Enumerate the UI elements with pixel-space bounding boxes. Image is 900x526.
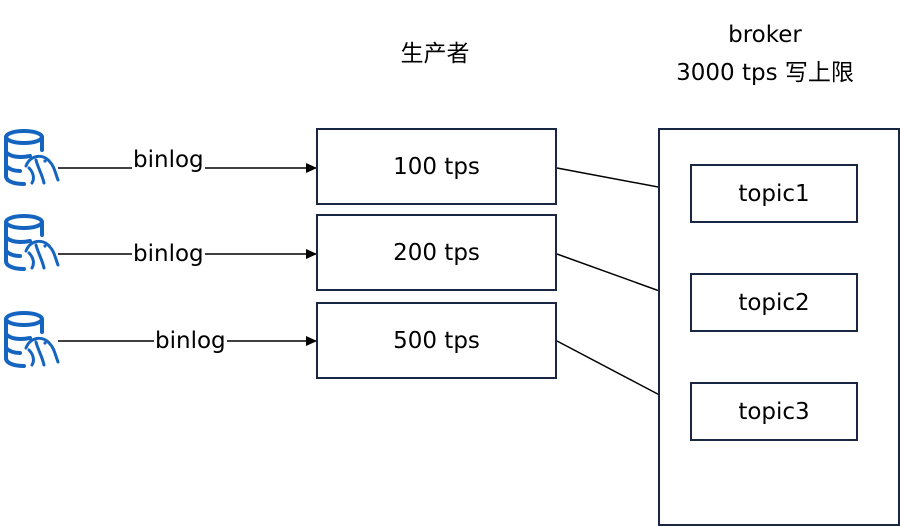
topic-label: topic3	[738, 398, 810, 425]
producer-box: 100 tps	[316, 128, 557, 205]
mysql-database-icon	[4, 311, 60, 368]
topic-box: topic2	[690, 273, 858, 332]
mysql-database-icon	[4, 214, 60, 271]
edge-label-binlog: binlog	[154, 327, 227, 355]
topic-label: topic2	[738, 289, 810, 316]
topic-box: topic1	[690, 164, 858, 223]
producer-box: 500 tps	[316, 302, 557, 379]
edge-label-binlog: binlog	[132, 240, 205, 268]
producer-box: 200 tps	[316, 214, 557, 291]
producer-header: 生产者	[400, 41, 470, 67]
producer-rate-label: 200 tps	[393, 239, 480, 266]
edge-label-binlog: binlog	[132, 146, 205, 174]
producer-rate-label: 500 tps	[393, 327, 480, 354]
topic-label: topic1	[738, 180, 810, 207]
broker-header-title: broker	[728, 22, 802, 48]
producer-rate-label: 100 tps	[393, 153, 480, 180]
topic-box: topic3	[690, 382, 858, 441]
broker-header-limit: 3000 tps 写上限	[676, 60, 854, 86]
mysql-database-icon	[4, 129, 60, 186]
